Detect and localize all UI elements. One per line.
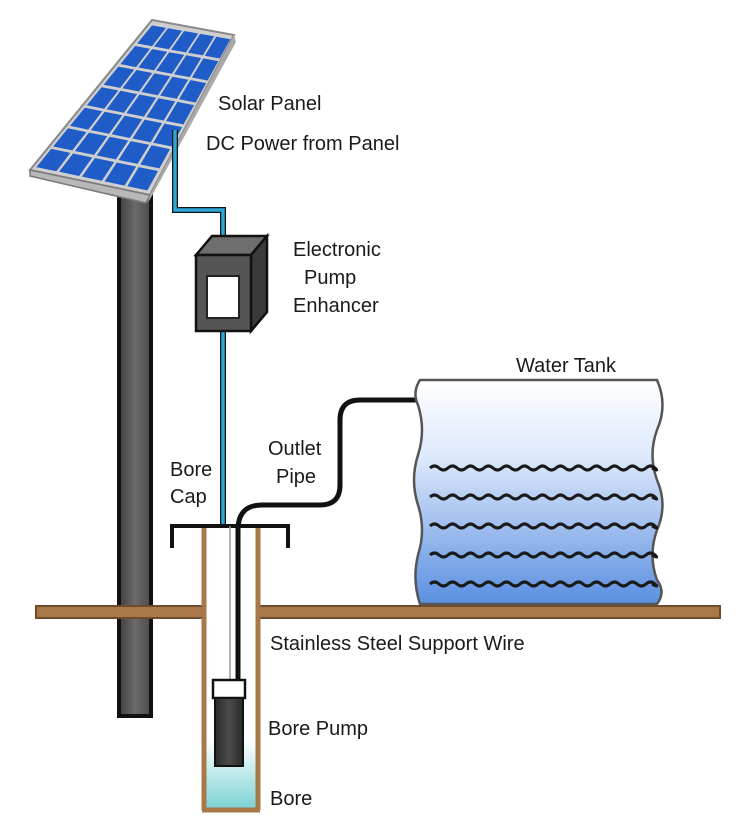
tank-wave-line <box>429 493 659 501</box>
solar-panel <box>28 18 236 204</box>
solar-cell <box>106 90 138 113</box>
tank-wave-line <box>429 551 659 559</box>
solar-panel-label: Solar Panel <box>218 93 321 115</box>
solar-cell <box>53 128 87 151</box>
solar-cell <box>104 162 137 186</box>
solar-cell <box>126 94 157 117</box>
solar-cell <box>174 55 202 78</box>
tank-wave-line <box>429 522 659 530</box>
solar-cell <box>160 76 189 99</box>
support-wire-label: Stainless Steel Support Wire <box>270 633 525 655</box>
water-tank-label: Water Tank <box>516 355 617 377</box>
electronic-pump-enhancer <box>193 232 270 335</box>
panel-support-pole <box>117 190 153 718</box>
solar-cell <box>132 119 163 143</box>
solar-cell <box>187 33 215 56</box>
bore-label: Bore <box>270 788 312 810</box>
outlet-pipe <box>235 397 430 680</box>
solar-cell <box>140 145 170 169</box>
solar-cell <box>153 123 183 147</box>
solar-cell <box>70 107 103 130</box>
solar-cell <box>96 136 129 160</box>
ground-left <box>35 605 205 619</box>
solar-cell <box>191 58 219 81</box>
water-tank <box>412 378 664 606</box>
solar-cell <box>36 148 71 172</box>
tank-wave-line <box>429 580 659 588</box>
bore-cap-label-line2: Cap <box>170 486 207 508</box>
bore-pump <box>211 678 247 767</box>
tank-water-waves <box>429 464 659 588</box>
solar-cell <box>120 46 151 68</box>
solar-cell <box>86 87 119 109</box>
solar-cell <box>137 25 167 47</box>
bore-cap-label-line1: Bore <box>170 459 212 481</box>
solar-cell <box>122 70 153 92</box>
solar-cell <box>127 167 158 191</box>
enhancer-label-line1: Electronic <box>293 239 381 261</box>
ground-right <box>258 605 721 619</box>
dc-power-label: DC Power from Panel <box>206 133 399 155</box>
enhancer-label-line3: Enhancer <box>293 295 379 317</box>
solar-cell <box>141 73 171 96</box>
solar-cell <box>179 80 207 103</box>
solar-cell <box>74 132 108 155</box>
solar-cell <box>81 158 115 181</box>
solar-cell <box>138 49 168 71</box>
solar-cell <box>156 52 185 74</box>
solar-cell <box>118 141 150 164</box>
solar-cell <box>154 28 183 50</box>
solar-cell <box>171 31 199 53</box>
solar-cell <box>59 153 93 176</box>
solar-cell <box>90 111 123 134</box>
solar-cell <box>103 66 135 88</box>
solar-cell <box>204 36 231 59</box>
solar-cell <box>111 115 143 138</box>
bore-pump-label: Bore Pump <box>268 718 368 740</box>
tank-wave-line <box>429 464 659 472</box>
solar-cell <box>166 101 195 125</box>
solar-panel-cells <box>36 25 231 191</box>
outlet-pipe-label-line2: Pipe <box>276 466 316 488</box>
solar-cell <box>146 98 176 121</box>
bore-hole <box>201 526 261 813</box>
enhancer-label-line2: Pump <box>304 267 356 289</box>
outlet-pipe-label-line1: Outlet <box>268 438 322 460</box>
